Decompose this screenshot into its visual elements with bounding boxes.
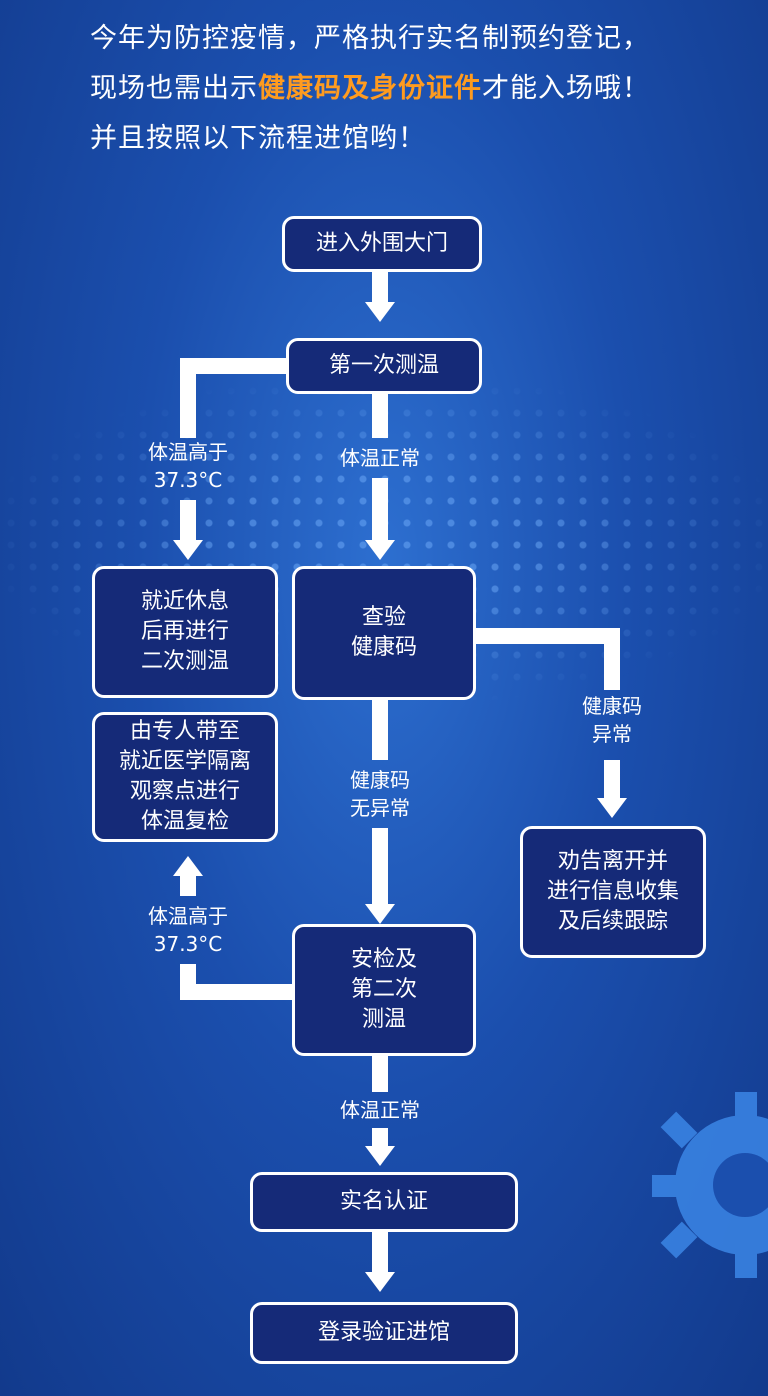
edge-label-temp-high-1: 体温高于 37.3°C <box>148 440 228 492</box>
intro-line-2-pre: 现场也需出示 <box>90 73 258 104</box>
connector-gate-to-first-temp <box>372 270 388 306</box>
node-first-temp: 第一次测温 <box>286 338 482 394</box>
connector-security-down-1 <box>372 1054 388 1092</box>
intro-line-1: 今年为防控疫情，严格执行实名制预约登记， <box>90 23 650 54</box>
connector-first-temp-left <box>180 358 290 374</box>
arrow-down-icon <box>365 1146 395 1166</box>
edge-label-code-normal: 健康码 无异常 <box>350 768 410 820</box>
node-check-code: 查验 健康码 <box>292 566 476 700</box>
node-real-name: 实名认证 <box>250 1172 518 1232</box>
arrow-down-icon <box>365 540 395 560</box>
node-security-second-temp: 安检及 第二次 测温 <box>292 924 476 1056</box>
intro-line-2: 现场也需出示健康码及身份证件才能入场哦！ <box>90 64 730 114</box>
connector-real-name-down <box>372 1230 388 1274</box>
arrow-down-icon <box>365 1272 395 1292</box>
edge-label-temp-normal-2: 体温正常 <box>340 1098 420 1122</box>
connector-first-temp-down-1 <box>372 392 388 438</box>
gear-icon <box>652 1092 768 1278</box>
arrow-down-icon <box>173 540 203 560</box>
connector-first-temp-down-2 <box>372 478 388 542</box>
connector-security-down-2 <box>372 1128 388 1148</box>
connector-right-branch-2 <box>604 760 620 800</box>
node-quarantine: 由专人带至 就近医学隔离 观察点进行 体温复检 <box>92 712 278 842</box>
node-enter-gate: 进入外围大门 <box>282 216 482 272</box>
edge-label-temp-high-2: 体温高于 37.3°C <box>148 904 228 956</box>
connector-code-down-2 <box>372 828 388 906</box>
intro-line-2-post: 才能入场哦！ <box>482 73 650 104</box>
arrow-down-icon <box>597 798 627 818</box>
connector-left-branch-2 <box>180 500 196 542</box>
arrow-down-icon <box>365 904 395 924</box>
intro-highlight: 健康码及身份证件 <box>258 73 482 104</box>
node-login-enter: 登录验证进馆 <box>250 1302 518 1364</box>
connector-right-branch-1 <box>604 628 620 690</box>
edge-label-code-abnormal: 健康码 异常 <box>582 694 642 746</box>
node-rest-retest: 就近休息 后再进行 二次测温 <box>92 566 278 698</box>
connector-left-up-1 <box>180 874 196 896</box>
connector-code-down-1 <box>372 700 388 760</box>
connector-code-right <box>474 628 620 644</box>
connector-left-branch-1 <box>180 358 196 438</box>
arrow-up-icon <box>173 856 203 876</box>
arrow-down-icon <box>365 302 395 322</box>
node-advise-leave: 劝告离开并 进行信息收集 及后续跟踪 <box>520 826 706 958</box>
intro-line-3: 并且按照以下流程进馆哟！ <box>90 123 426 154</box>
intro-text: 今年为防控疫情，严格执行实名制预约登记， 现场也需出示健康码及身份证件才能入场哦… <box>90 14 730 164</box>
edge-label-temp-normal-1: 体温正常 <box>340 446 420 470</box>
connector-security-left <box>180 984 292 1000</box>
